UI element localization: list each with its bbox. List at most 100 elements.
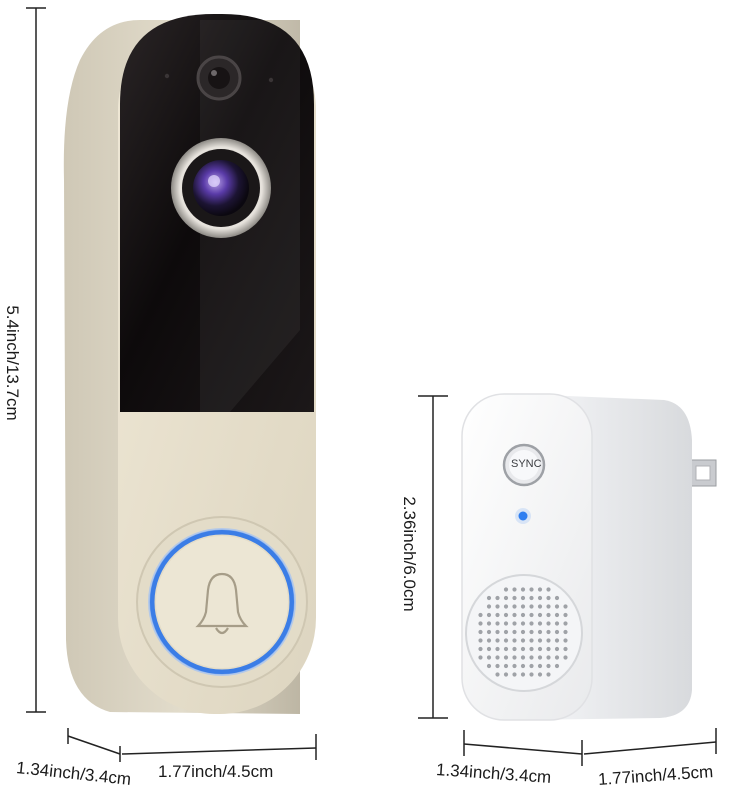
doorbell-height-dimension xyxy=(26,7,46,713)
speaker-hole xyxy=(478,646,483,652)
speaker-hole xyxy=(486,663,492,669)
microphone-dot-left xyxy=(164,73,170,79)
speaker-hole xyxy=(529,638,534,643)
speaker-hole xyxy=(554,621,560,626)
speaker-hole xyxy=(512,621,517,626)
speaker-hole xyxy=(537,621,543,626)
speaker-hole xyxy=(495,612,500,618)
speaker-hole xyxy=(486,595,492,601)
speaker-hole xyxy=(546,672,551,677)
speaker-hole xyxy=(512,663,517,669)
speaker-hole xyxy=(554,595,560,601)
speaker-hole xyxy=(512,587,517,592)
speaker-hole xyxy=(537,595,543,601)
speaker-hole xyxy=(495,655,500,660)
speaker-hole xyxy=(495,638,500,643)
speaker-hole xyxy=(554,663,560,669)
speaker-hole xyxy=(520,655,526,660)
sync-button[interactable] xyxy=(509,450,539,480)
chime-height-dimension xyxy=(418,395,448,719)
speaker-hole xyxy=(563,655,568,660)
speaker-hole xyxy=(520,672,526,677)
speaker-hole xyxy=(520,638,526,643)
speaker-hole xyxy=(512,595,517,601)
speaker-holes xyxy=(478,587,568,677)
speaker-hole xyxy=(529,655,534,660)
microphone-dot-right xyxy=(268,77,274,83)
speaker-hole xyxy=(546,595,551,601)
speaker-hole xyxy=(537,629,543,635)
speaker-hole xyxy=(546,612,551,618)
speaker-hole xyxy=(495,629,500,635)
doorbell-height-label: 5.4inch/13.7cm xyxy=(3,305,22,421)
speaker-hole xyxy=(495,604,500,609)
indicator-led xyxy=(518,511,528,521)
speaker-hole xyxy=(495,595,500,601)
speaker-hole xyxy=(563,604,568,609)
speaker-hole xyxy=(537,655,543,660)
speaker-hole xyxy=(546,655,551,660)
speaker-hole xyxy=(529,629,534,635)
speaker-hole xyxy=(537,612,543,618)
speaker-hole xyxy=(520,587,526,592)
speaker-hole xyxy=(546,646,551,652)
chime-depth-dimension xyxy=(463,730,583,766)
speaker-hole xyxy=(537,604,543,609)
doorbell-button[interactable] xyxy=(156,536,288,668)
speaker-hole xyxy=(537,638,543,643)
ring-light xyxy=(149,529,295,675)
speaker-hole xyxy=(529,604,534,609)
speaker-hole xyxy=(546,604,551,609)
speaker-hole xyxy=(554,604,560,609)
speaker-hole xyxy=(486,646,492,652)
speaker-hole xyxy=(537,587,543,592)
speaker-hole xyxy=(529,612,534,618)
speaker-hole xyxy=(520,629,526,635)
speaker-hole xyxy=(503,612,509,618)
speaker-hole xyxy=(478,655,483,660)
speaker-hole xyxy=(512,672,517,677)
speaker-hole xyxy=(563,621,568,626)
speaker-hole xyxy=(554,646,560,652)
plug-prong xyxy=(689,459,717,487)
speaker-hole xyxy=(495,672,500,677)
doorbell-depth-dimension xyxy=(67,728,121,762)
chime-height-label: 2.36inch/6.0cm xyxy=(400,496,419,612)
speaker-hole xyxy=(546,638,551,643)
speaker-hole xyxy=(546,587,551,592)
speaker-hole xyxy=(512,646,517,652)
speaker-hole xyxy=(503,621,509,626)
speaker-hole xyxy=(503,646,509,652)
speaker-hole xyxy=(554,655,560,660)
sync-button-label: SYNC xyxy=(511,458,542,470)
speaker-hole xyxy=(486,638,492,643)
bell-icon xyxy=(195,572,249,635)
speaker-hole xyxy=(520,646,526,652)
speaker-hole xyxy=(503,629,509,635)
video-doorbell xyxy=(63,14,316,714)
speaker-hole xyxy=(520,595,526,601)
speaker-hole xyxy=(478,638,483,643)
plug-in-chime xyxy=(461,393,717,721)
speaker-hole xyxy=(478,612,483,618)
speaker-hole xyxy=(563,638,568,643)
speaker-hole xyxy=(563,629,568,635)
speaker-hole xyxy=(537,646,543,652)
camera-lens xyxy=(193,160,249,216)
speaker-hole xyxy=(529,587,534,592)
speaker-hole xyxy=(512,612,517,618)
speaker-hole xyxy=(486,655,492,660)
doorbell-width-label: 1.77inch/4.5cm xyxy=(158,762,274,781)
speaker-hole xyxy=(478,621,483,626)
speaker-hole xyxy=(563,646,568,652)
speaker-hole xyxy=(486,621,492,626)
speaker-hole xyxy=(503,655,509,660)
speaker-hole xyxy=(546,621,551,626)
speaker-hole xyxy=(529,663,534,669)
speaker-hole xyxy=(495,621,500,626)
speaker-hole xyxy=(529,621,534,626)
speaker-hole xyxy=(478,629,483,635)
speaker-hole xyxy=(520,663,526,669)
